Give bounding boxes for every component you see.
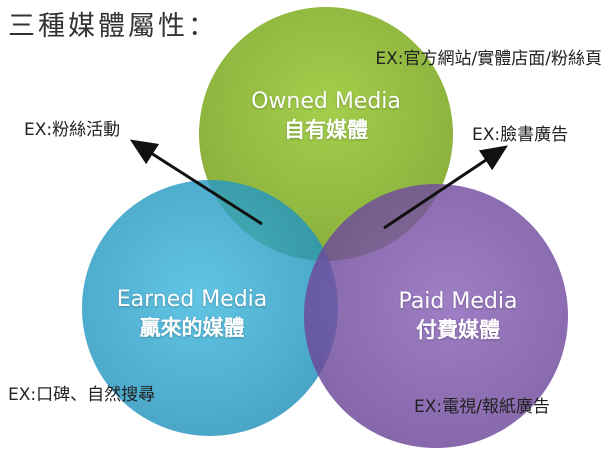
owned-media-example: EX:官方網站/實體店面/粉絲頁: [375, 49, 602, 69]
word-of-mouth-example: EX:口碑、自然搜尋: [8, 385, 156, 405]
owned-media-zh: 自有媒體: [284, 118, 368, 142]
earned-media-zh: 贏來的媒體: [139, 316, 245, 340]
paid-media-circle: [304, 184, 568, 448]
earned-media-circle: [82, 180, 338, 436]
paid-media-label: Paid Media 付費媒體: [358, 288, 558, 344]
earned-media-label: Earned Media 贏來的媒體: [92, 286, 292, 342]
paid-media-zh: 付費媒體: [416, 318, 500, 342]
page-title: 三種媒體屬性：: [8, 11, 218, 42]
earned-media-en: Earned Media: [116, 287, 268, 312]
fan-activity-example: EX:粉絲活動: [24, 120, 121, 140]
facebook-ads-example: EX:臉書廣告: [472, 125, 569, 145]
paid-media-en: Paid Media: [398, 289, 518, 314]
tv-newspaper-example: EX:電視/報紙廣告: [414, 397, 550, 417]
arrow-to-facebook-ads: [383, 145, 508, 230]
owned-media-en: Owned Media: [251, 89, 401, 114]
arrow-to-fan-activity: [129, 139, 263, 226]
owned-media-label: Owned Media 自有媒體: [226, 88, 426, 144]
